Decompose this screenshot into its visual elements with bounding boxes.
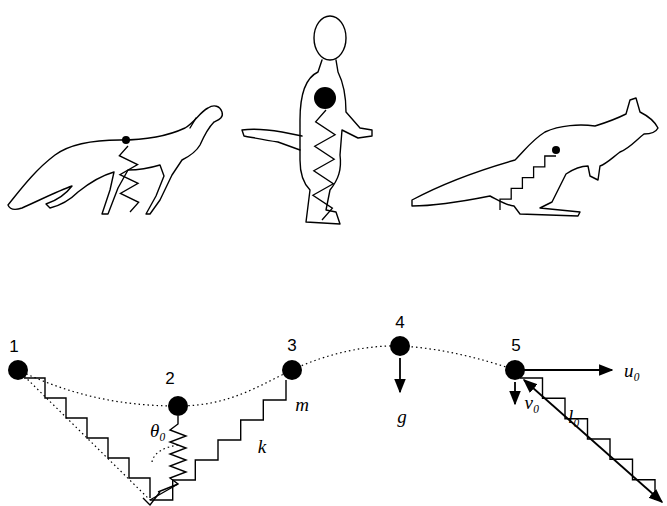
dog-leg-spring xyxy=(119,146,138,212)
kangaroo-leg-spring xyxy=(500,156,556,210)
point-number: 4 xyxy=(395,314,404,331)
u0-arrow xyxy=(517,369,612,371)
leg-spring-3 xyxy=(150,380,286,500)
leg-spring-1 xyxy=(24,378,150,498)
leg-spring-2-foot xyxy=(158,484,178,492)
point-number: 5 xyxy=(511,337,520,354)
stiffness-label: k xyxy=(258,437,266,456)
velocity-label: v₀ xyxy=(524,393,539,412)
mass-1 xyxy=(8,360,28,380)
leg-spring-5 xyxy=(520,378,655,500)
human-outline xyxy=(300,60,372,224)
gravity-label: g xyxy=(397,407,407,426)
human-mass xyxy=(314,87,336,109)
angle-label: θ₀ xyxy=(150,421,166,440)
dog-mass xyxy=(122,136,130,144)
angle-arc xyxy=(152,445,178,462)
point-number: 3 xyxy=(287,337,296,354)
leg-direction xyxy=(18,370,150,500)
human-head xyxy=(314,16,346,60)
mass-4 xyxy=(390,336,410,356)
l0-arrow xyxy=(524,380,662,502)
kangaroo-outline xyxy=(412,98,658,216)
dog-outline xyxy=(8,106,222,214)
mass-label: m xyxy=(295,395,309,414)
v0-arrow xyxy=(514,382,516,404)
mass-2 xyxy=(168,396,188,416)
velocity-label: u₀ xyxy=(624,361,640,380)
length-label: l₀ xyxy=(568,407,580,426)
trajectory xyxy=(18,346,515,406)
human-leg-spring xyxy=(313,110,335,220)
leg-spring-2 xyxy=(150,416,186,500)
foot xyxy=(143,492,160,505)
kangaroo-mass xyxy=(552,146,560,154)
point-number: 1 xyxy=(9,338,18,355)
mass-3 xyxy=(282,360,302,380)
point-number: 2 xyxy=(165,370,174,387)
gravity-arrow xyxy=(399,358,401,392)
